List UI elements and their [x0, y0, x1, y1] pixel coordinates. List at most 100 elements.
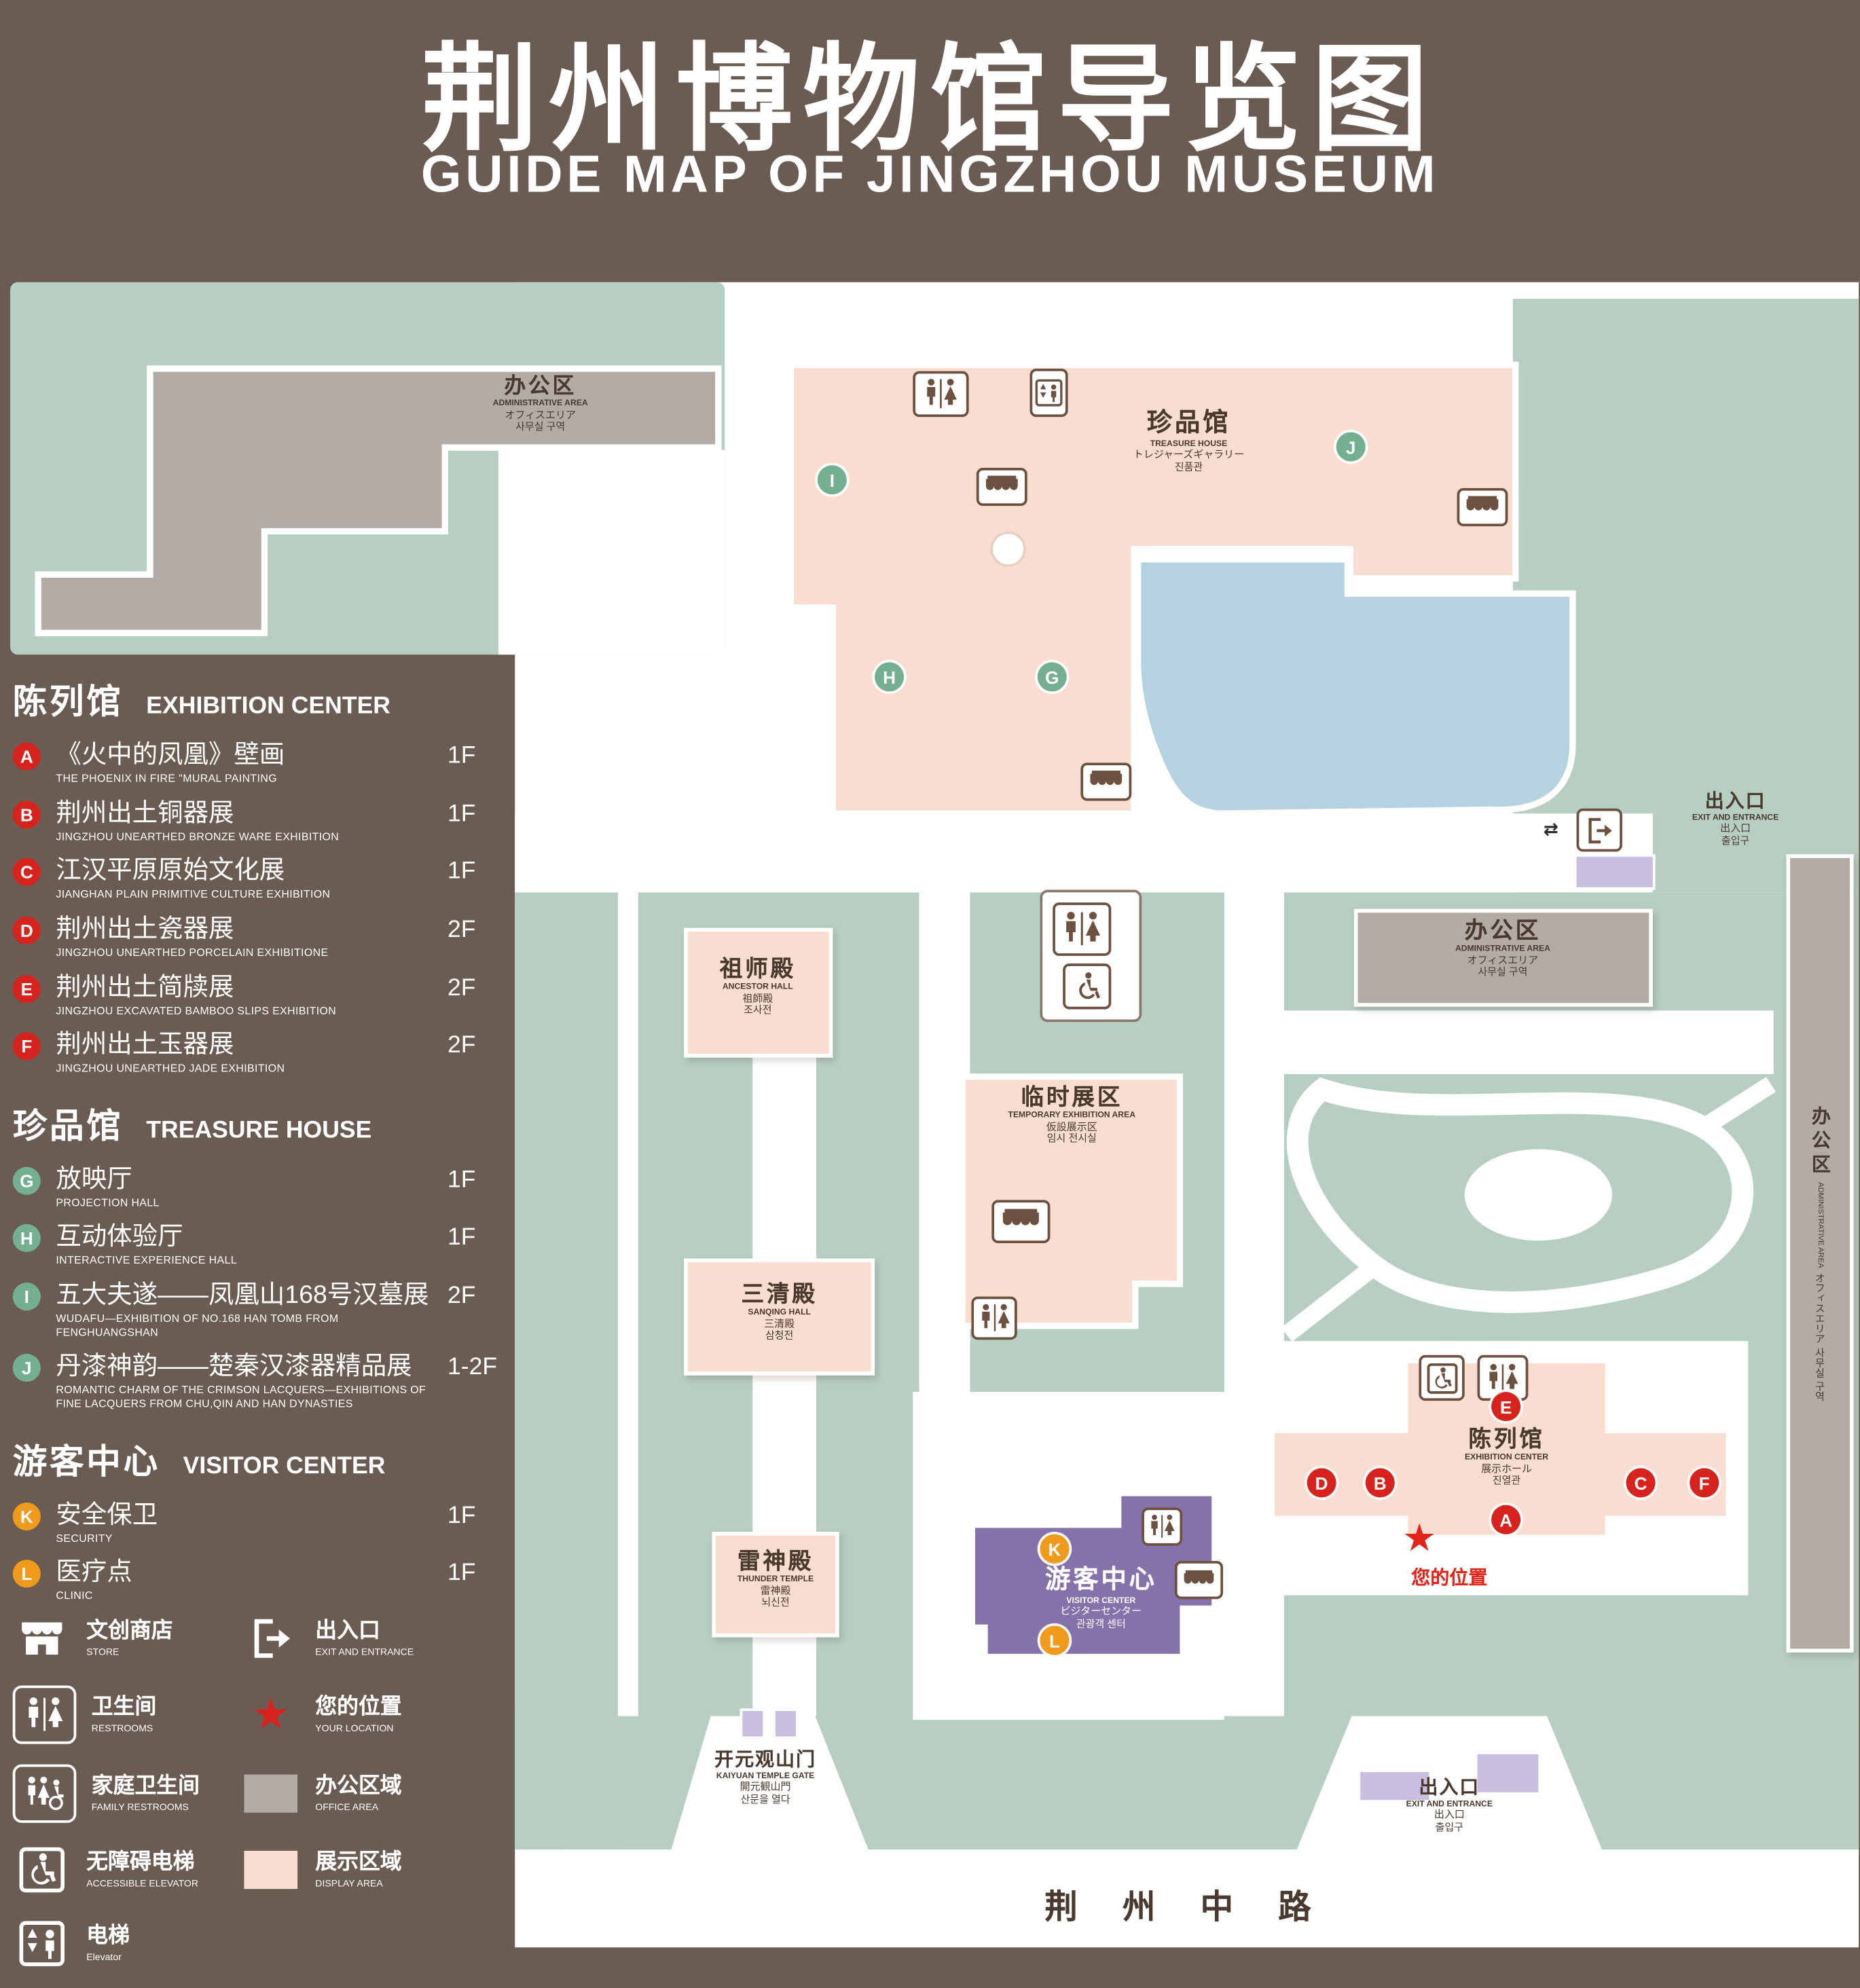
marker-badge: K — [12, 1502, 41, 1530]
floor-label: 1F — [448, 742, 476, 769]
sanqing-hall-label: 三清殿 SANQING HALL 三清殿 삼청전 — [741, 1281, 818, 1342]
map-marker-l: L — [1040, 1625, 1070, 1655]
floor-label: 1F — [448, 1166, 476, 1194]
marker-badge: I — [12, 1283, 41, 1311]
list-item: G 放映厅 PROJECTION HALL 1F — [12, 1165, 522, 1209]
store-icon — [1457, 487, 1508, 527]
list-item: F 荆州出土玉器展 JINGZHOU UNEARTHED JADE EXHIBI… — [12, 1031, 522, 1075]
floor-label: 1-2F — [448, 1354, 498, 1381]
floor-label: 1F — [448, 1502, 476, 1529]
map-marker-g: G — [1037, 662, 1067, 692]
marker-badge: F — [12, 1032, 41, 1061]
map-marker-h: H — [875, 662, 905, 692]
list-item: L 医疗点 CLINIC 1F — [12, 1559, 522, 1603]
treasure-house-building — [787, 361, 1519, 817]
entrance-marker-bottom-right — [1474, 1751, 1542, 1795]
marker-badge: H — [12, 1224, 41, 1253]
entrance-arrows: ⇄ — [1543, 818, 1558, 839]
marker-badge: D — [12, 916, 41, 944]
map-marker-d: D — [1307, 1468, 1336, 1498]
page-subtitle: GUIDE MAP OF JINGZHOU MUSEUM — [420, 145, 1440, 204]
floor-label: 1F — [448, 1560, 476, 1587]
store-icon — [1174, 1561, 1224, 1600]
marker-badge: A — [12, 742, 41, 771]
your-location-star-icon: ★ — [251, 1691, 291, 1740]
admin-top-left-label: 办公区 ADMINISTRATIVE AREA オフィスエリア 사무실 구역 — [492, 373, 588, 432]
restroom-icon — [12, 1685, 77, 1744]
marker-badge: L — [12, 1560, 41, 1588]
map-marker-f: F — [1690, 1468, 1719, 1498]
elevator-icon — [1029, 368, 1068, 418]
floor-label: 2F — [448, 974, 476, 1001]
garden-paths — [1281, 1076, 1776, 1342]
restroom-icon — [913, 371, 969, 418]
walkway-admin — [1283, 1010, 1774, 1075]
treasure-house-label: 珍品馆 TREASURE HOUSE トレジャーズギャラリー 진품관 — [1133, 409, 1245, 473]
exit-bottom-label: 出入口 EXIT AND ENTRANCE 出入口 출입구 — [1406, 1777, 1493, 1833]
kaiyuan-gate-label: 开元观山门 KAIYUAN TEMPLE GATE 開元観山門 산문을 열다 — [714, 1749, 816, 1805]
map-marker-b: B — [1365, 1468, 1395, 1498]
list-item: H 互动体验厅 INTERACTIVE EXPERIENCE HALL 1F — [12, 1223, 522, 1268]
temporary-exhibition-building — [959, 1073, 1184, 1329]
marker-badge: E — [12, 974, 41, 1003]
store-icon — [1080, 762, 1132, 801]
cutout-top-left — [498, 449, 725, 655]
legend-sidebar: 陈列馆 EXHIBITION CENTER A 《火中的凤凰》壁画 THE PH… — [12, 674, 522, 1617]
floor-label: 1F — [448, 800, 476, 828]
floor-label: 2F — [448, 1032, 476, 1059]
temporary-exhibition-label: 临时展区 TEMPORARY EXHIBITION AREA 仮設展示区 임시 … — [1008, 1084, 1136, 1145]
elevator-icon — [13, 1917, 71, 1970]
admin-right-building: 办公区 ADMINISTRATIVE AREA オフィスエリア 사무실 구역 — [1786, 854, 1854, 1653]
floor-label: 2F — [448, 916, 476, 943]
list-item: C 江汉平原原始文化展 JIANGHAN PLAIN PRIMITIVE CUL… — [12, 857, 522, 901]
section-exhibition-center: 陈列馆 EXHIBITION CENTER — [12, 682, 390, 721]
store-icon — [976, 467, 1027, 507]
restroom-icon — [971, 1296, 1017, 1340]
list-item: D 荆州出土瓷器展 JINGZHOU UNEARTHED PORCELAIN E… — [12, 915, 522, 959]
display-area-swatch — [242, 1843, 300, 1897]
exhibition-center-label: 陈列馆 EXHIBITION CENTER 展示ホール 진열관 — [1465, 1426, 1549, 1487]
list-item: J 丹漆神韵——楚秦汉漆器精品展 ROMANTIC CHARM OF THE C… — [12, 1352, 522, 1410]
entrance-marker-top-right — [1573, 854, 1656, 890]
office-area-swatch — [242, 1767, 300, 1820]
entrance-marker-gate-right — [773, 1708, 799, 1740]
family-restroom-icon — [1063, 963, 1112, 1010]
store-icon — [13, 1612, 71, 1665]
list-item: K 安全保卫 SECURITY 1F — [12, 1501, 522, 1545]
road-name: 荆 州 中 路 — [1044, 1888, 1330, 1926]
exit-icon — [242, 1612, 300, 1665]
your-location-star-icon: ★ — [1402, 1517, 1437, 1560]
admin-center-label: 办公区 ADMINISTRATIVE AREA オフィスエリア 사무실 구역 — [1455, 917, 1550, 978]
visitor-center-label: 游客中心 VISITOR CENTER ビジターセンター 관광객 센터 — [1044, 1566, 1157, 1630]
pond — [1134, 556, 1576, 817]
map-marker-i: I — [817, 465, 847, 495]
section-visitor-center: 游客中心 VISITOR CENTER — [12, 1442, 386, 1481]
section-treasure-house: 珍品馆 TREASURE HOUSE — [12, 1107, 372, 1145]
list-item: B 荆州出土铜器展 JINGZHOU UNEARTHED BRONZE WARE… — [12, 799, 522, 843]
map-marker-c: C — [1626, 1468, 1656, 1498]
sanqing-hall-building — [684, 1258, 875, 1376]
thunder-temple-building — [712, 1532, 839, 1638]
entrance-marker-bottom-left — [1357, 1769, 1432, 1803]
entrance-marker-gate-left — [740, 1708, 766, 1740]
admin-top-left-building — [35, 365, 722, 637]
exit-icon — [1576, 808, 1622, 852]
thunder-temple-label: 雷神殿 THUNDER TEMPLE 雷神殿 뇌신전 — [737, 1548, 814, 1608]
marker-badge: C — [12, 858, 41, 887]
list-item: A 《火中的凤凰》壁画 THE PHOENIX IN FIRE "MURAL P… — [12, 741, 522, 785]
marker-badge: J — [12, 1354, 41, 1382]
store-icon — [991, 1200, 1051, 1244]
lawn-left-column — [515, 892, 621, 1850]
admin-center-building — [1353, 908, 1653, 1007]
